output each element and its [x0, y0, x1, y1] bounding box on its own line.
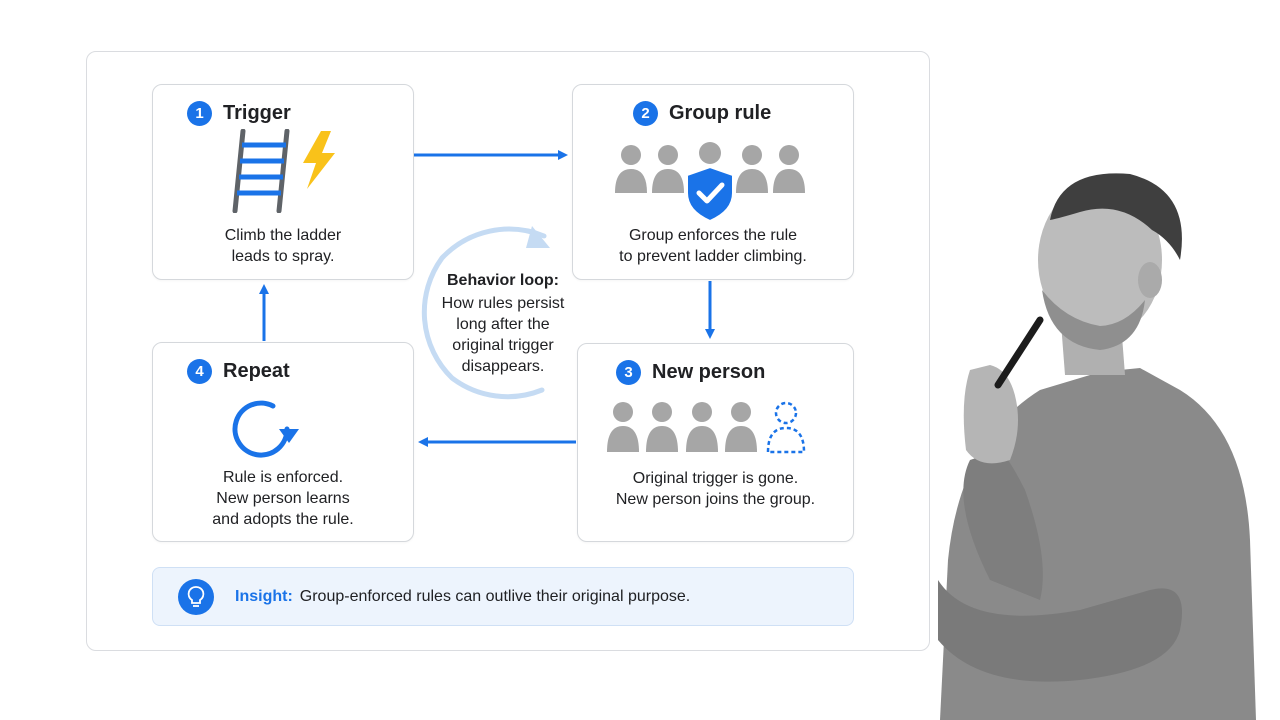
- step-badge: 1: [187, 100, 212, 126]
- card-new-person-header: 3 New person: [616, 358, 765, 386]
- card-title: Trigger: [223, 101, 291, 124]
- behavior-loop-title: Behavior loop:: [446, 272, 559, 289]
- desc-line: and adopts the rule.: [212, 511, 354, 528]
- card-new-person: 3 New person Original trigger is gone. N…: [577, 343, 854, 542]
- desc-line: New person joins the group.: [615, 491, 816, 508]
- card-group-rule: 2 Group rule Group enforces the rule to …: [572, 84, 854, 280]
- card-trigger-header: 1 Trigger: [187, 99, 291, 127]
- shield-check-icon: [686, 165, 734, 221]
- insight-text: Group-enforced rules can outlive their o…: [299, 587, 691, 605]
- card-repeat: 4 Repeat Rule is enforced. New person le…: [152, 342, 414, 542]
- lightning-icon: [303, 131, 335, 189]
- card-title: Group rule: [669, 101, 772, 124]
- card-group-rule-description: Group enforces the rule to prevent ladde…: [573, 225, 853, 267]
- desc-line: Rule is enforced.: [222, 469, 344, 486]
- ladder-icon: [232, 129, 290, 213]
- people-group-icon: [615, 142, 805, 221]
- step-badge: 3: [616, 359, 641, 385]
- card-group-rule-header: 2 Group rule: [633, 99, 771, 127]
- card-repeat-header: 4 Repeat: [187, 357, 290, 385]
- step-badge: 2: [633, 100, 658, 126]
- refresh-icon: [232, 400, 299, 458]
- step-badge: 4: [187, 358, 212, 384]
- card-title: New person: [652, 360, 766, 383]
- card-new-person-description: Original trigger is gone. New person joi…: [578, 468, 853, 510]
- loop-line: How rules persist: [441, 295, 565, 312]
- desc-line: Original trigger is gone.: [632, 470, 799, 487]
- card-trigger: 1 Trigger Climb the ladder leads to spra…: [152, 84, 414, 280]
- behavior-loop-arc: [421, 226, 550, 400]
- desc-line: leads to spray.: [231, 248, 335, 265]
- desc-line: to prevent ladder climbing.: [619, 248, 807, 265]
- card-trigger-description: Climb the ladder leads to spray.: [153, 225, 413, 267]
- desc-line: New person learns: [216, 490, 350, 507]
- loop-line: disappears.: [461, 358, 545, 375]
- loop-line: long after the: [456, 316, 550, 333]
- card-title: Repeat: [223, 359, 290, 382]
- insight-label: Insight:: [235, 587, 293, 605]
- lightbulb-icon: [178, 578, 214, 615]
- loop-line: original trigger: [452, 337, 554, 354]
- desc-line: Climb the ladder: [224, 227, 342, 244]
- behavior-loop-text: Behavior loop: How rules persist long af…: [423, 270, 583, 377]
- card-repeat-description: Rule is enforced. New person learns and …: [153, 467, 413, 530]
- thinking-person-illustration: [938, 173, 1256, 720]
- insight-bar: Insight: Group-enforced rules can outliv…: [152, 567, 854, 626]
- people-group-icon: [607, 401, 806, 454]
- dashed-person-icon: [766, 401, 806, 454]
- desc-line: Group enforces the rule: [628, 227, 798, 244]
